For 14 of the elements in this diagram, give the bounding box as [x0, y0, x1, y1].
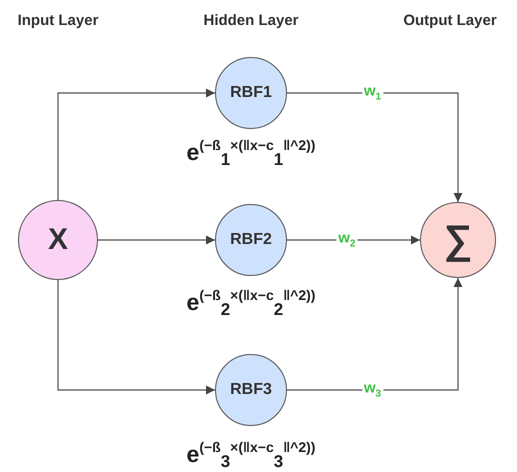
node-label: ∑ — [444, 218, 472, 262]
arrow — [287, 92, 462, 202]
layer-heading: Hidden Layer — [203, 12, 299, 29]
arrow — [287, 236, 420, 244]
node-label: RBF2 — [230, 231, 272, 249]
node-label: X — [48, 223, 68, 257]
layer-heading: Output Layer — [403, 12, 497, 29]
node-label: RBF3 — [230, 381, 272, 399]
arrow — [287, 278, 462, 391]
node-label: RBF1 — [230, 84, 272, 102]
arrow — [57, 280, 215, 394]
arrow — [98, 236, 215, 244]
arrow — [57, 88, 215, 200]
layer-heading: Input Layer — [18, 12, 98, 29]
